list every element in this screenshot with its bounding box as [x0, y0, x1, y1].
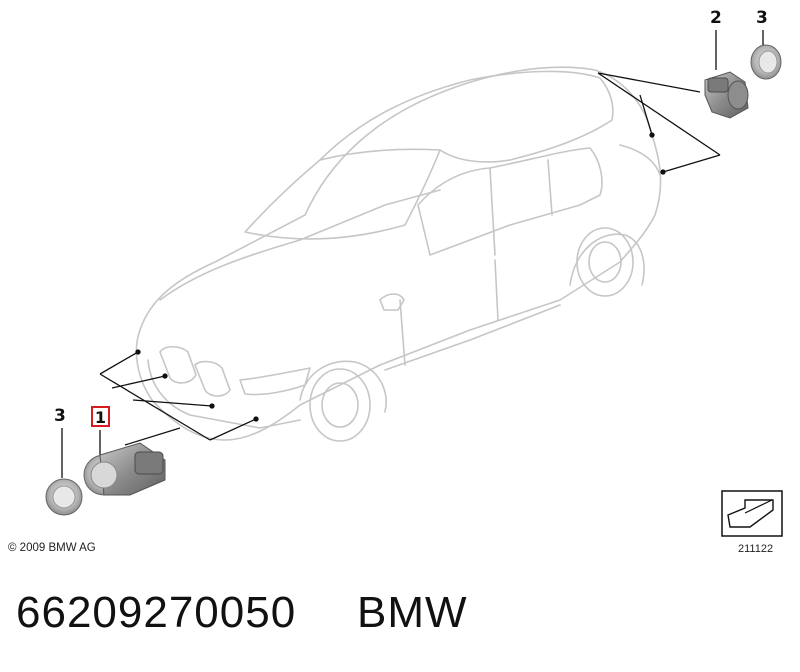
car-outline [135, 66, 662, 442]
car-door-line-2 [494, 259, 499, 321]
car-rear-wheel [576, 227, 634, 297]
part-number: 66209270050 [16, 588, 297, 637]
callout-part-1: 1 [91, 406, 110, 427]
car-rear-rim [588, 241, 622, 283]
car-front-wheel-arch [299, 360, 387, 413]
callout-part-3-front: 3 [54, 406, 66, 426]
car-roof-line [319, 70, 614, 163]
front-leader-lines [99, 349, 259, 455]
car-front-rim [321, 382, 359, 428]
car-windshield [244, 148, 441, 240]
car-kidney-grille-right [194, 360, 231, 397]
callout-part-3-rear: 3 [756, 8, 768, 28]
decoupling-ring-front [45, 478, 83, 516]
car-sill [384, 304, 561, 371]
callout-ticks [61, 30, 764, 478]
diagram-direction-icon [721, 490, 783, 537]
decoupling-ring-rear [750, 44, 782, 80]
pdc-sensor-rear [704, 71, 749, 119]
car-rear-bumper-line [619, 144, 661, 176]
car-bumper-line [147, 359, 301, 429]
diagram-id-text: 211122 [738, 543, 774, 555]
car-b-pillar [489, 167, 496, 256]
car-front-wheel [309, 368, 371, 442]
rear-leader-lines [597, 72, 721, 175]
car-c-pillar [547, 159, 553, 216]
pdc-sensor-front [83, 442, 166, 496]
copyright-text: © 2009 BMW AG [8, 542, 96, 554]
car-side-windows [417, 147, 603, 256]
car-kidney-grille-left [159, 345, 197, 384]
car-rear-wheel-arch [569, 233, 645, 286]
car-hood-line [159, 189, 441, 301]
car-headlight [239, 367, 311, 396]
car-mirror [379, 293, 405, 311]
callout-part-2: 2 [710, 8, 722, 28]
brand-name: BMW [357, 588, 468, 637]
car-door-line [399, 299, 406, 366]
